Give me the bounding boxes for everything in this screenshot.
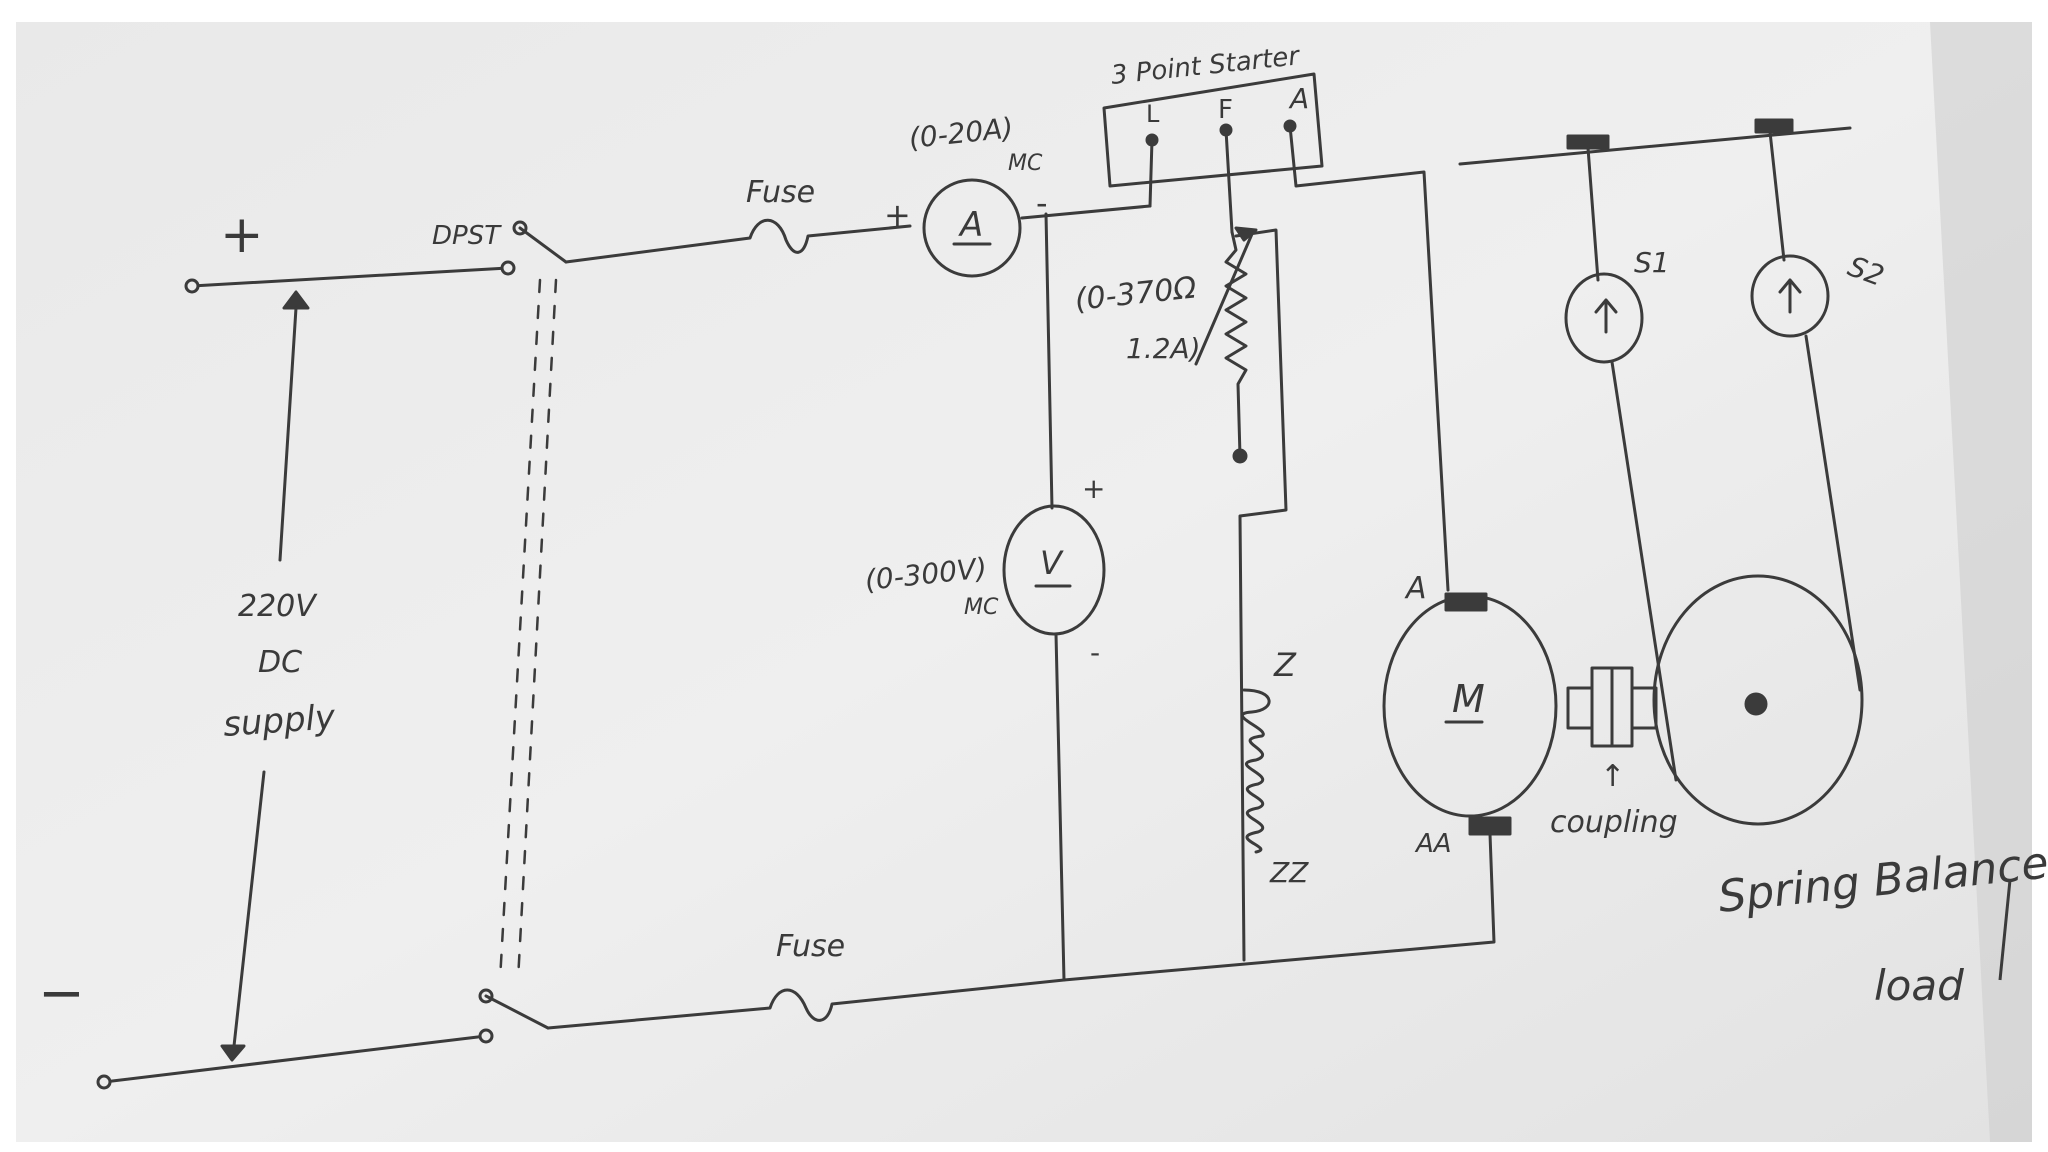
paper-sheet [16, 22, 2032, 1142]
ammeter [922, 178, 1152, 278]
field-start-label: Z [1273, 646, 1297, 684]
voltmeter-type-label: MC [964, 595, 999, 620]
starter-box [1102, 72, 1450, 592]
supply-plus-label: + [220, 205, 264, 265]
caption-divider [1998, 879, 2012, 981]
supply-supply-label: supply [222, 697, 337, 745]
voltmeter-symbol: V [1040, 544, 1064, 582]
spring-balance-caption-line2: load [1874, 961, 1964, 1010]
top-wire [564, 218, 912, 264]
spring-balance-load [1458, 118, 1864, 826]
ammeter-type-label: MC [1008, 151, 1043, 176]
page-edge-shadow [1930, 22, 2032, 1142]
coupling-label: coupling [1550, 805, 1678, 840]
ammeter-symbol: A [958, 205, 983, 245]
motor-symbol: M [1452, 677, 1485, 721]
dc-motor [1062, 592, 1558, 982]
supply-section [96, 260, 516, 1090]
starter-terminal-f: F [1218, 95, 1233, 125]
field-end-label: ZZ [1269, 856, 1309, 889]
voltmeter-branch [1002, 212, 1106, 982]
supply-type-label: DC [258, 645, 302, 680]
dpst-switch [478, 220, 568, 1030]
coupling [1566, 666, 1658, 748]
motor-armature-bottom-label: AA [1414, 829, 1452, 859]
rheostat-current-label: 1.2A) [1126, 332, 1201, 365]
s1-label: S1 [1634, 246, 1670, 279]
field-rheostat [1194, 226, 1288, 962]
voltmeter-minus: - [1090, 636, 1100, 669]
fuse-top-label: Fuse [746, 175, 815, 210]
supply-voltage-label: 220V [238, 589, 318, 624]
supply-minus-label: − [38, 961, 85, 1026]
motor-armature-top-label: A [1404, 571, 1427, 606]
dpst-switch-label: DPST [432, 221, 502, 251]
starter-terminal-a: A [1288, 82, 1309, 115]
fuse-bottom-label: Fuse [776, 929, 845, 964]
voltmeter-plus: + [1082, 472, 1105, 505]
ammeter-plus: + [884, 196, 911, 234]
coupling-arrow: ↑ [1600, 759, 1625, 794]
bottom-wire [546, 978, 1066, 1030]
starter-terminal-l: L [1146, 100, 1160, 128]
shunt-field-winding [1240, 688, 1271, 854]
ammeter-minus: - [1036, 184, 1048, 222]
